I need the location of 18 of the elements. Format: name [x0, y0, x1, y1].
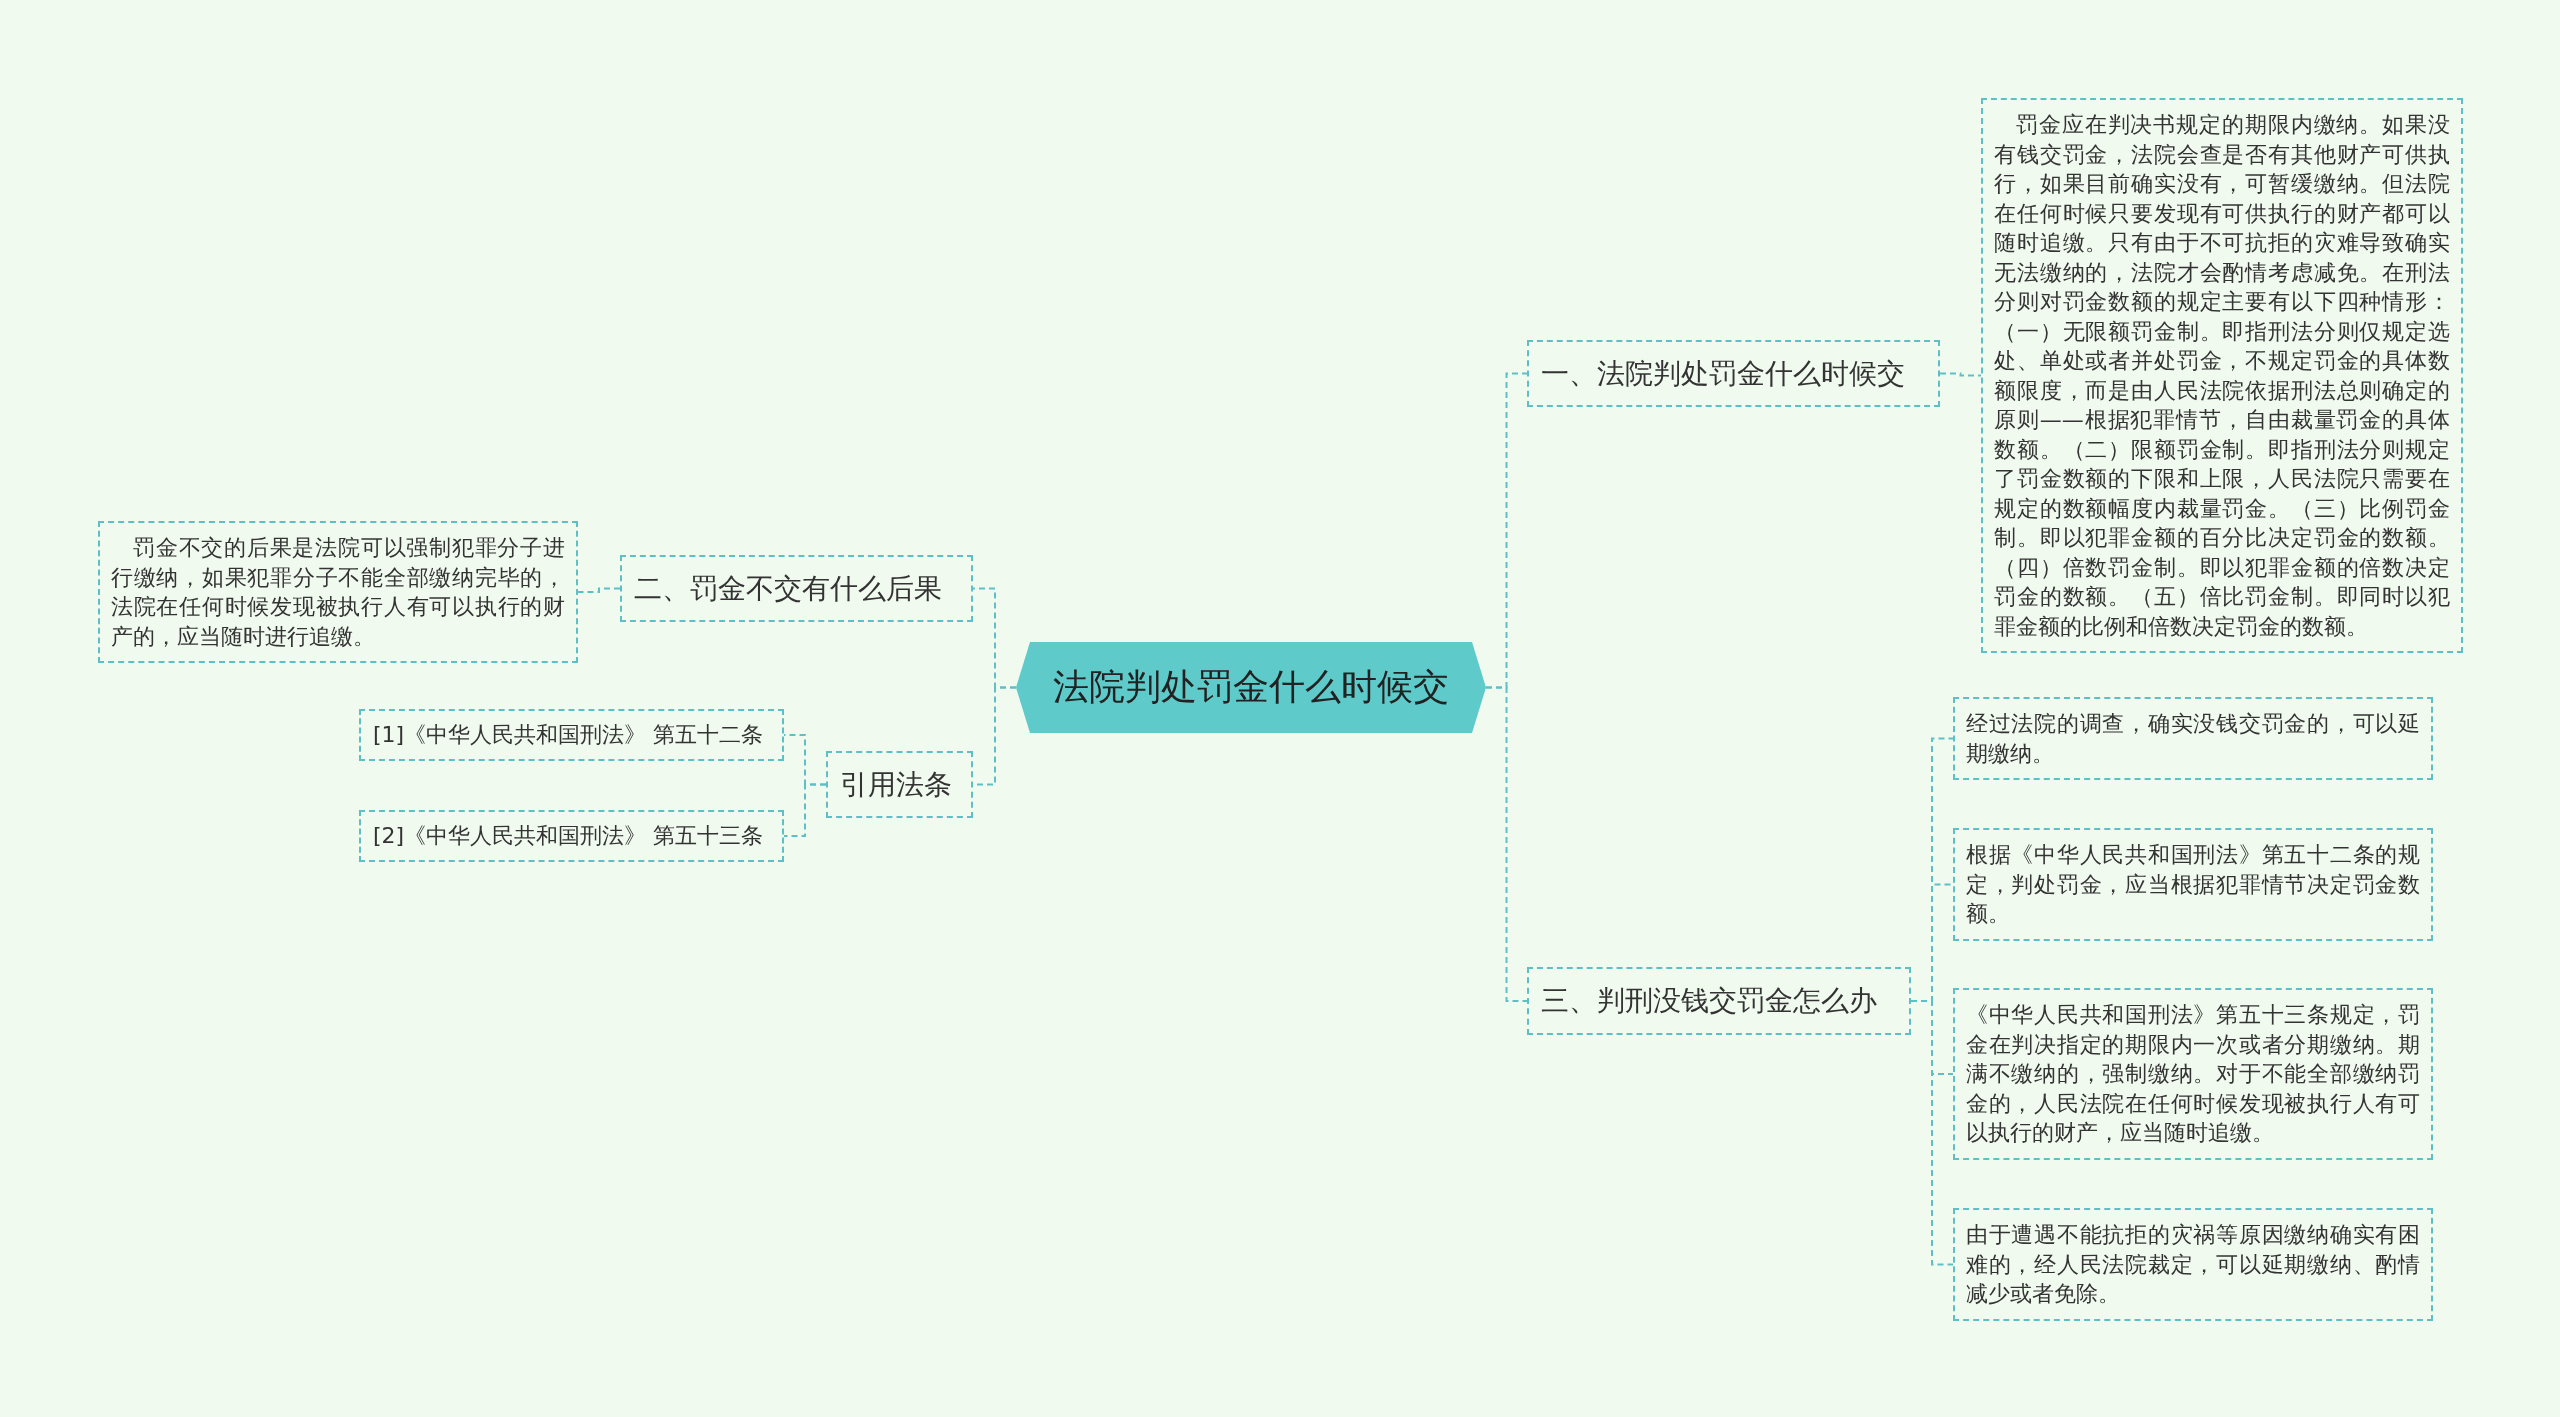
- topic-box: 一、法院判处罚金什么时候交: [1527, 340, 1940, 407]
- text-box: 《中华人民共和国刑法》第五十三条规定，罚金在判决指定的期限内一次或者分期缴纳。期满不缴纳的，强制缴纳。对于不能全部缴纳罚金的，人民法院在任何时候发现被执行人有可以执行的财产，应当随时追缴。: [1953, 988, 2433, 1160]
- connector-line: [577, 587, 621, 593]
- connector-line: [1939, 372, 1982, 377]
- text-box: 由于遭遇不能抗拒的灾祸等原因缴纳确实有困难的，经人民法院裁定，可以延期缴纳、酌情减少或者免除。: [1953, 1208, 2433, 1321]
- text-box: 根据《中华人民共和国刑法》第五十二条的规定，判处罚金，应当根据犯罪情节决定罚金数额。: [1953, 828, 2433, 941]
- text-box: 罚金应在判决书规定的期限内缴纳。如果没有钱交罚金，法院会查是否有其他财产可供执行，如果目前确实没有，可暂缓缴纳。但法院在任何时候只要发现有可供执行的财产都可以随时追缴。只有由于不可抗拒的灾难导致确实无法缴纳的，法院才会酌情考虑减免。在刑法分则对罚金数额的规定主要有以下四种情形：（一）无限额罚金制。即指刑法分则仅规定选处、单处或者并处罚金，不规定罚金的具体数额限度，而是由人民法院依据刑法总则确定的原则——根据犯罪情节，自由裁量罚金的具体数额。（二）限额罚金制。即指刑法分则规定了罚金数额的下限和上限，人民法院只需要在规定的数额幅度内裁量罚金。（三）比例罚金制。即以犯罪金额的百分比决定罚金的数额。（四）倍数罚金制。即以犯罪金额的倍数决定罚金的数额。（五）倍比罚金制。即同时以犯罪金额的比例和倍数决定罚金的数额。: [1981, 98, 2463, 653]
- topic-box: 二、罚金不交有什么后果: [620, 555, 973, 622]
- topic-box: 三、判刑没钱交罚金怎么办: [1527, 967, 1911, 1035]
- reference-box: [1]《中华人民共和国刑法》 第五十二条: [359, 709, 784, 761]
- topic-box: 引用法条: [826, 751, 973, 818]
- text-box: 经过法院的调查，确实没钱交罚金的，可以延期缴纳。: [1953, 697, 2433, 780]
- connector-line: [783, 783, 827, 837]
- text-box: 罚金不交的后果是法院可以强制犯罪分子进行缴纳，如果犯罪分子不能全部缴纳完毕的，法院在任何时候发现被执行人有可以执行的财产的，应当随时进行追缴。: [98, 521, 578, 663]
- connector-line: [1910, 1000, 1954, 1266]
- connector-line: [1485, 686, 1528, 1002]
- central-topic: 法院判处罚金什么时候交: [1016, 642, 1486, 733]
- reference-box: [2]《中华人民共和国刑法》 第五十三条: [359, 810, 784, 862]
